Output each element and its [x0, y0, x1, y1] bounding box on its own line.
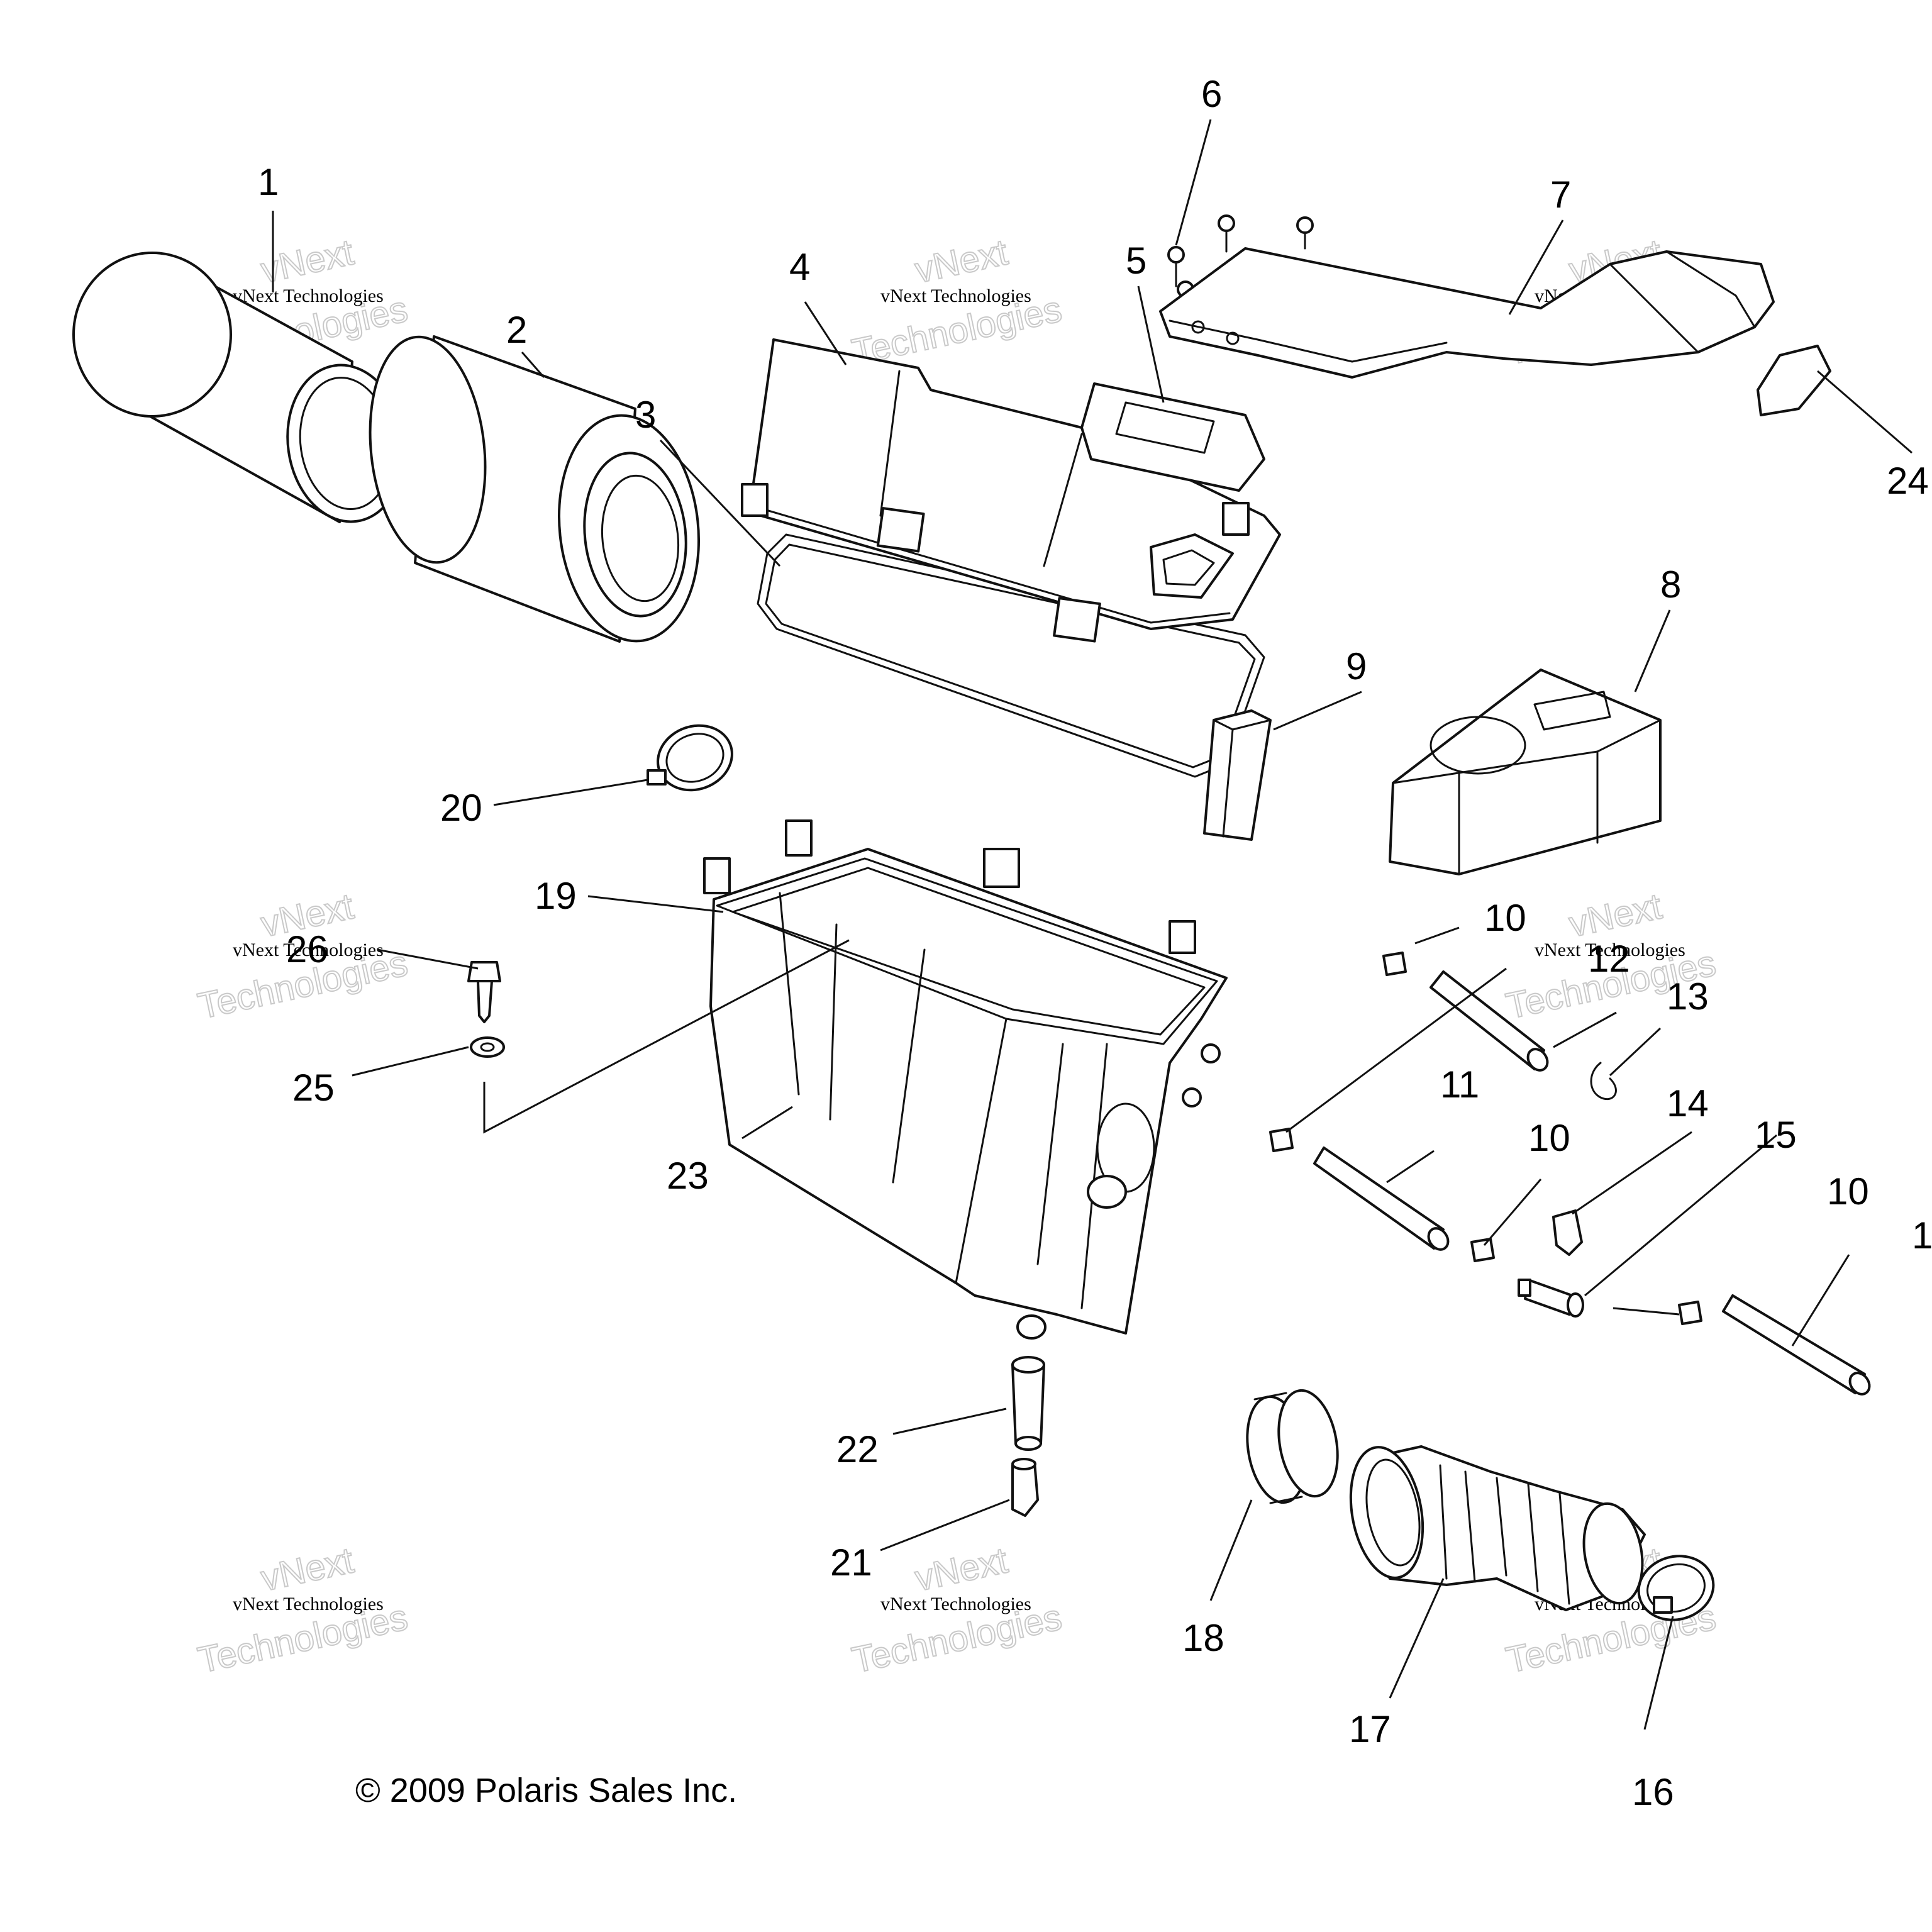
- callouts: 1 2 3 4 5 6 7 8 9 10 10 10 11 12 13 14 1…: [258, 73, 1932, 1813]
- callout-10c: 10: [1827, 1170, 1869, 1213]
- watermark-label: vNext Technologies: [233, 940, 384, 960]
- part-25-washer: [470, 1036, 505, 1058]
- callout-5: 5: [1126, 240, 1146, 282]
- part-24-foam: [1757, 345, 1831, 416]
- callout-4: 4: [789, 246, 810, 288]
- part-4-airbox-lid: [741, 338, 1281, 643]
- part-14-clip: [1552, 1209, 1583, 1256]
- watermark-label: vNext Technologies: [880, 1594, 1031, 1614]
- callout-24: 24: [1887, 460, 1929, 502]
- part-23-airbox-base: [703, 819, 1228, 1340]
- callout-2: 2: [506, 309, 527, 351]
- callout-13: 13: [1667, 975, 1709, 1018]
- callout-21: 21: [830, 1541, 872, 1584]
- watermark-label: vNext Technologies: [233, 1594, 384, 1614]
- callout-19: 19: [535, 875, 577, 917]
- watermark-label: vNext Technologies: [233, 286, 384, 306]
- watermark-vnext: vNext: [257, 1540, 357, 1599]
- part-2-air-filter: [369, 335, 701, 643]
- watermark-bottom-center: vNext Technologies vNext Technologies: [848, 1539, 1066, 1681]
- callout-10b: 10: [1528, 1117, 1570, 1159]
- watermark-label: vNext Technologies: [880, 286, 1031, 306]
- part-13-clip: [1590, 1062, 1617, 1101]
- part-26-bolt: [467, 961, 501, 1023]
- callout-3: 3: [635, 394, 656, 436]
- callout-16: 16: [1632, 1771, 1674, 1813]
- callout-23: 23: [667, 1155, 709, 1197]
- callout-11: 11: [1440, 1063, 1479, 1106]
- callout-26: 26: [286, 928, 328, 970]
- part-9-foam-block: [1203, 709, 1272, 841]
- callout-1: 1: [258, 161, 279, 203]
- callout-18: 18: [1182, 1617, 1224, 1659]
- watermark-top-center: vNext Technologies vNext Technologies: [848, 231, 1066, 373]
- callout-20: 20: [440, 787, 482, 829]
- part-18-coupler-ring: [1246, 1389, 1339, 1504]
- callout-25: 25: [292, 1067, 335, 1109]
- callout-8: 8: [1660, 564, 1681, 606]
- part-10-clamp-c: [1470, 1238, 1495, 1262]
- watermark-vnext: vNext: [911, 1540, 1011, 1599]
- watermark-vnext: vNext: [1565, 886, 1665, 945]
- callout-14: 14: [1667, 1082, 1709, 1124]
- callout-9: 9: [1346, 645, 1367, 687]
- part-16-hose-clamp: [1637, 1555, 1715, 1621]
- part-10-clamp-a: [1382, 952, 1407, 976]
- watermark-vnext: vNext: [911, 231, 1011, 291]
- part-17-intake-boot: [1349, 1445, 1646, 1611]
- callout-15: 15: [1755, 1114, 1797, 1156]
- part-10-clamp-b: [1269, 1128, 1294, 1152]
- part-5-boot-plate: [1080, 382, 1265, 492]
- part-8-box-cover: [1389, 669, 1662, 875]
- part-1-hose-right: [1722, 1294, 1871, 1396]
- callout-17: 17: [1349, 1708, 1391, 1750]
- copyright-text: © 2009 Polaris Sales Inc.: [355, 1772, 737, 1809]
- part-21-drain-valve: [1011, 1458, 1039, 1517]
- watermark-label: vNext Technologies: [1535, 940, 1685, 960]
- part-15-check-valve: [1518, 1279, 1584, 1318]
- callout-22: 22: [836, 1428, 879, 1470]
- part-12-hose: [1430, 970, 1549, 1072]
- watermark-bottom-left: vNext Technologies vNext Technologies: [194, 1539, 412, 1681]
- callout-7: 7: [1550, 174, 1571, 216]
- part-20-hose-clamp: [647, 724, 733, 792]
- leader-lines: [272, 119, 1913, 1730]
- callout-10a: 10: [1484, 897, 1526, 939]
- part-11-hose: [1313, 1146, 1450, 1251]
- part-10-clamp-d: [1678, 1301, 1702, 1325]
- callout-1-right: 1: [1912, 1214, 1932, 1257]
- part-22-drain-tube: [1011, 1356, 1045, 1451]
- callout-6: 6: [1201, 73, 1222, 115]
- part-7-intake-duct: [1159, 247, 1775, 379]
- callout-12: 12: [1588, 938, 1630, 980]
